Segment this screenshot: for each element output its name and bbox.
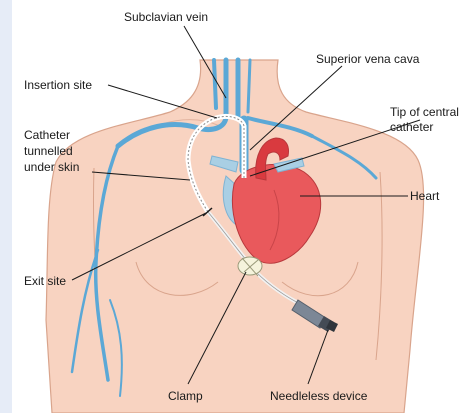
torso-skin <box>46 60 424 413</box>
label-exit-site: Exit site <box>24 274 66 288</box>
label-insertion-site: Insertion site <box>24 78 92 92</box>
central-line-diagram: Subclavian vein Superior vena cava Inser… <box>12 0 464 413</box>
label-tip-of-central-line1: Tip of central <box>390 105 459 119</box>
label-tip-of-central-line2: catheter <box>390 120 433 134</box>
diagram-panel: Subclavian vein Superior vena cava Inser… <box>12 0 464 413</box>
label-clamp: Clamp <box>168 389 203 403</box>
label-heart: Heart <box>410 189 440 203</box>
label-catheter-line1: Catheter <box>24 128 70 142</box>
jugular-vein-left <box>214 60 216 108</box>
label-catheter-line3: under skin <box>24 160 79 174</box>
label-subclavian-vein: Subclavian vein <box>124 10 208 24</box>
label-catheter-line2: tunnelled <box>24 144 73 158</box>
label-superior-vena-cava: Superior vena cava <box>316 52 420 66</box>
jugular-vein-outer <box>248 60 250 112</box>
label-needleless-device: Needleless device <box>270 389 368 403</box>
